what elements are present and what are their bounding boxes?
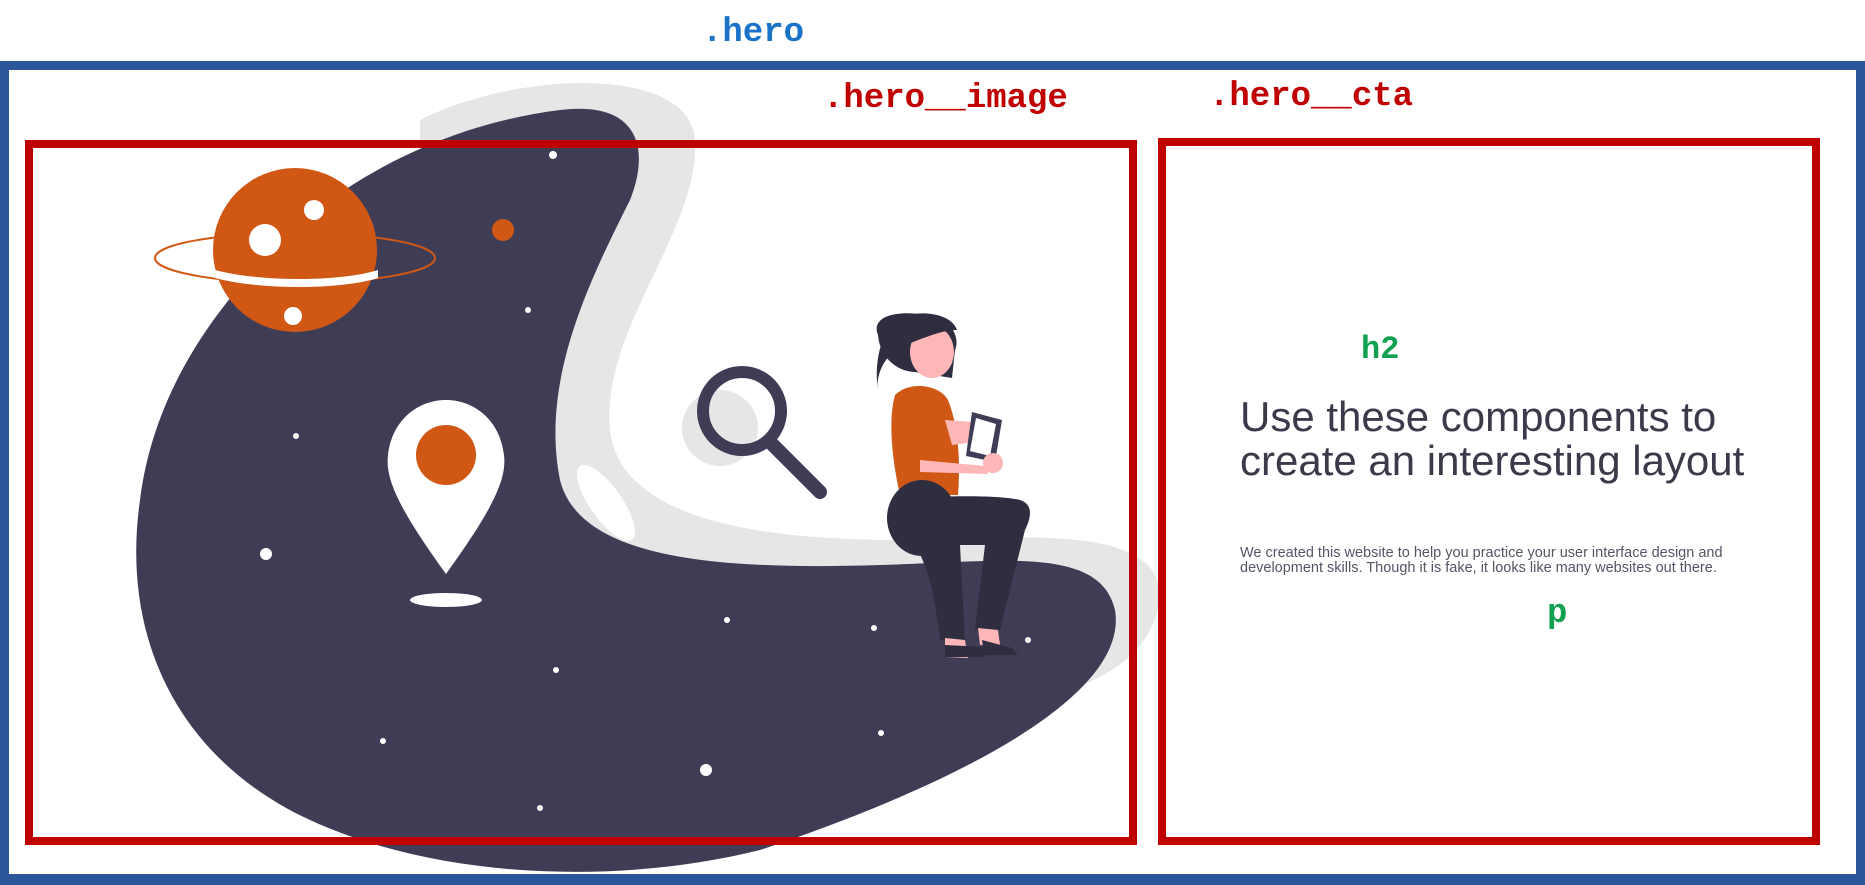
planet-icon: [154, 168, 436, 332]
space-blob: [136, 108, 1116, 872]
hero-image-outline: [25, 140, 1137, 845]
location-pin-icon: [387, 400, 505, 607]
magnifier-icon: [682, 366, 827, 499]
cta-heading: Use these components to create an intere…: [1240, 393, 1745, 484]
hero-image-class-label: .hero__image: [823, 80, 1068, 118]
person-with-phone-icon: [876, 313, 1030, 658]
hero-class-label: .hero: [702, 14, 805, 52]
blob-hole: [577, 465, 635, 541]
hero-outline: [0, 61, 1865, 885]
cta-paragraph: We created this website to help you prac…: [1240, 545, 1723, 576]
small-moon: [492, 219, 514, 241]
hero-cta-outline: [1158, 138, 1820, 845]
h2-element-label: h2: [1361, 331, 1400, 368]
hero-cta-class-label: .hero__cta: [1209, 78, 1414, 116]
p-element-label: p: [1547, 595, 1568, 633]
stars: [260, 151, 1031, 811]
